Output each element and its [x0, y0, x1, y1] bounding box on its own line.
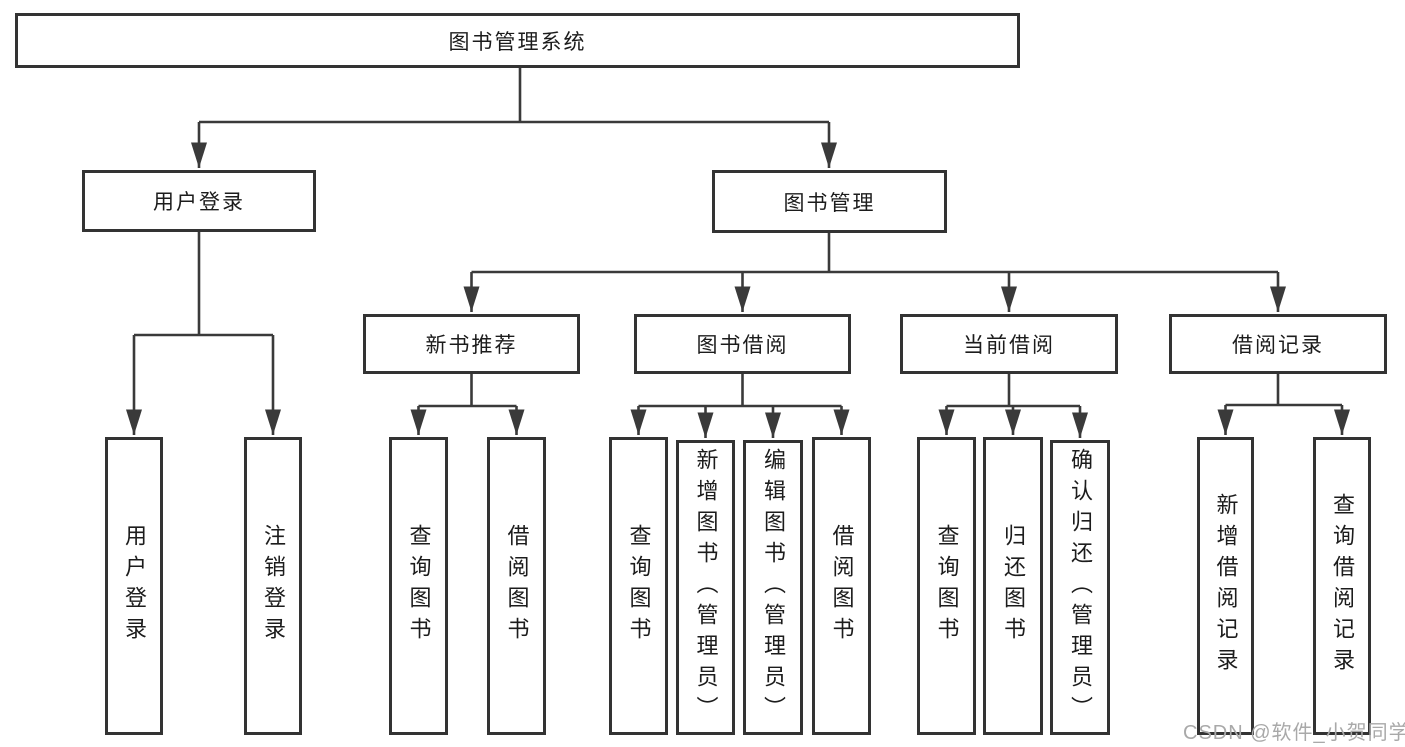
csdn-watermark: CSDN @软件_小贺同学: [1183, 722, 1405, 744]
leaf-label: 归还图书: [1001, 524, 1026, 648]
node-label: 用户登录: [153, 191, 245, 214]
leaf-user-login: 用户登录: [105, 437, 163, 735]
leaf-query-books-current: 查询图书: [917, 437, 976, 735]
leaf-add-books-admin: 新增图书（管理员）: [676, 440, 735, 735]
node-new-book-recommend: 新书推荐: [363, 314, 580, 374]
node-user-login-branch: 用户登录: [82, 170, 316, 232]
leaf-label: 用户登录: [122, 524, 147, 648]
node-label: 借阅记录: [1232, 334, 1324, 357]
leaf-label: 借阅图书: [829, 524, 855, 648]
node-label: 当前借阅: [963, 334, 1055, 357]
leaf-return-books: 归还图书: [983, 437, 1043, 735]
leaf-label: 查询借阅记录: [1330, 493, 1355, 679]
node-borrow-records: 借阅记录: [1169, 314, 1387, 374]
leaf-query-books-borrowing: 查询图书: [609, 437, 668, 735]
node-book-management-branch: 图书管理: [712, 170, 947, 233]
leaf-label: 查询图书: [406, 524, 432, 648]
leaf-confirm-return-admin: 确认归还（管理员）: [1050, 440, 1110, 735]
leaf-query-books-recommend: 查询图书: [389, 437, 448, 735]
leaf-label: 新增借阅记录: [1213, 493, 1239, 679]
node-label: 图书借阅: [696, 334, 789, 357]
leaf-label: 注销登录: [261, 524, 286, 648]
leaf-label: 新增图书（管理员）: [693, 448, 719, 727]
leaf-label: 查询图书: [934, 524, 960, 648]
leaf-add-borrow-record: 新增借阅记录: [1197, 437, 1254, 735]
leaf-label: 查询图书: [626, 524, 652, 648]
node-label: 新书推荐: [425, 334, 518, 357]
leaf-label: 编辑图书（管理员）: [761, 448, 786, 727]
node-label: 图书管理: [783, 191, 876, 215]
leaf-edit-books-admin: 编辑图书（管理员）: [743, 440, 803, 735]
leaf-borrow-books-recommend: 借阅图书: [487, 437, 546, 735]
node-current-borrowing: 当前借阅: [900, 314, 1118, 374]
leaf-label: 借阅图书: [504, 524, 530, 648]
leaf-label: 确认归还（管理员）: [1068, 448, 1093, 727]
node-library-system-root: 图书管理系统: [15, 13, 1020, 68]
node-book-borrowing: 图书借阅: [634, 314, 851, 374]
leaf-borrow-books: 借阅图书: [812, 437, 871, 735]
leaf-logout: 注销登录: [244, 437, 302, 735]
node-label: 图书管理系统: [448, 30, 587, 54]
leaf-query-borrow-record: 查询借阅记录: [1313, 437, 1371, 735]
